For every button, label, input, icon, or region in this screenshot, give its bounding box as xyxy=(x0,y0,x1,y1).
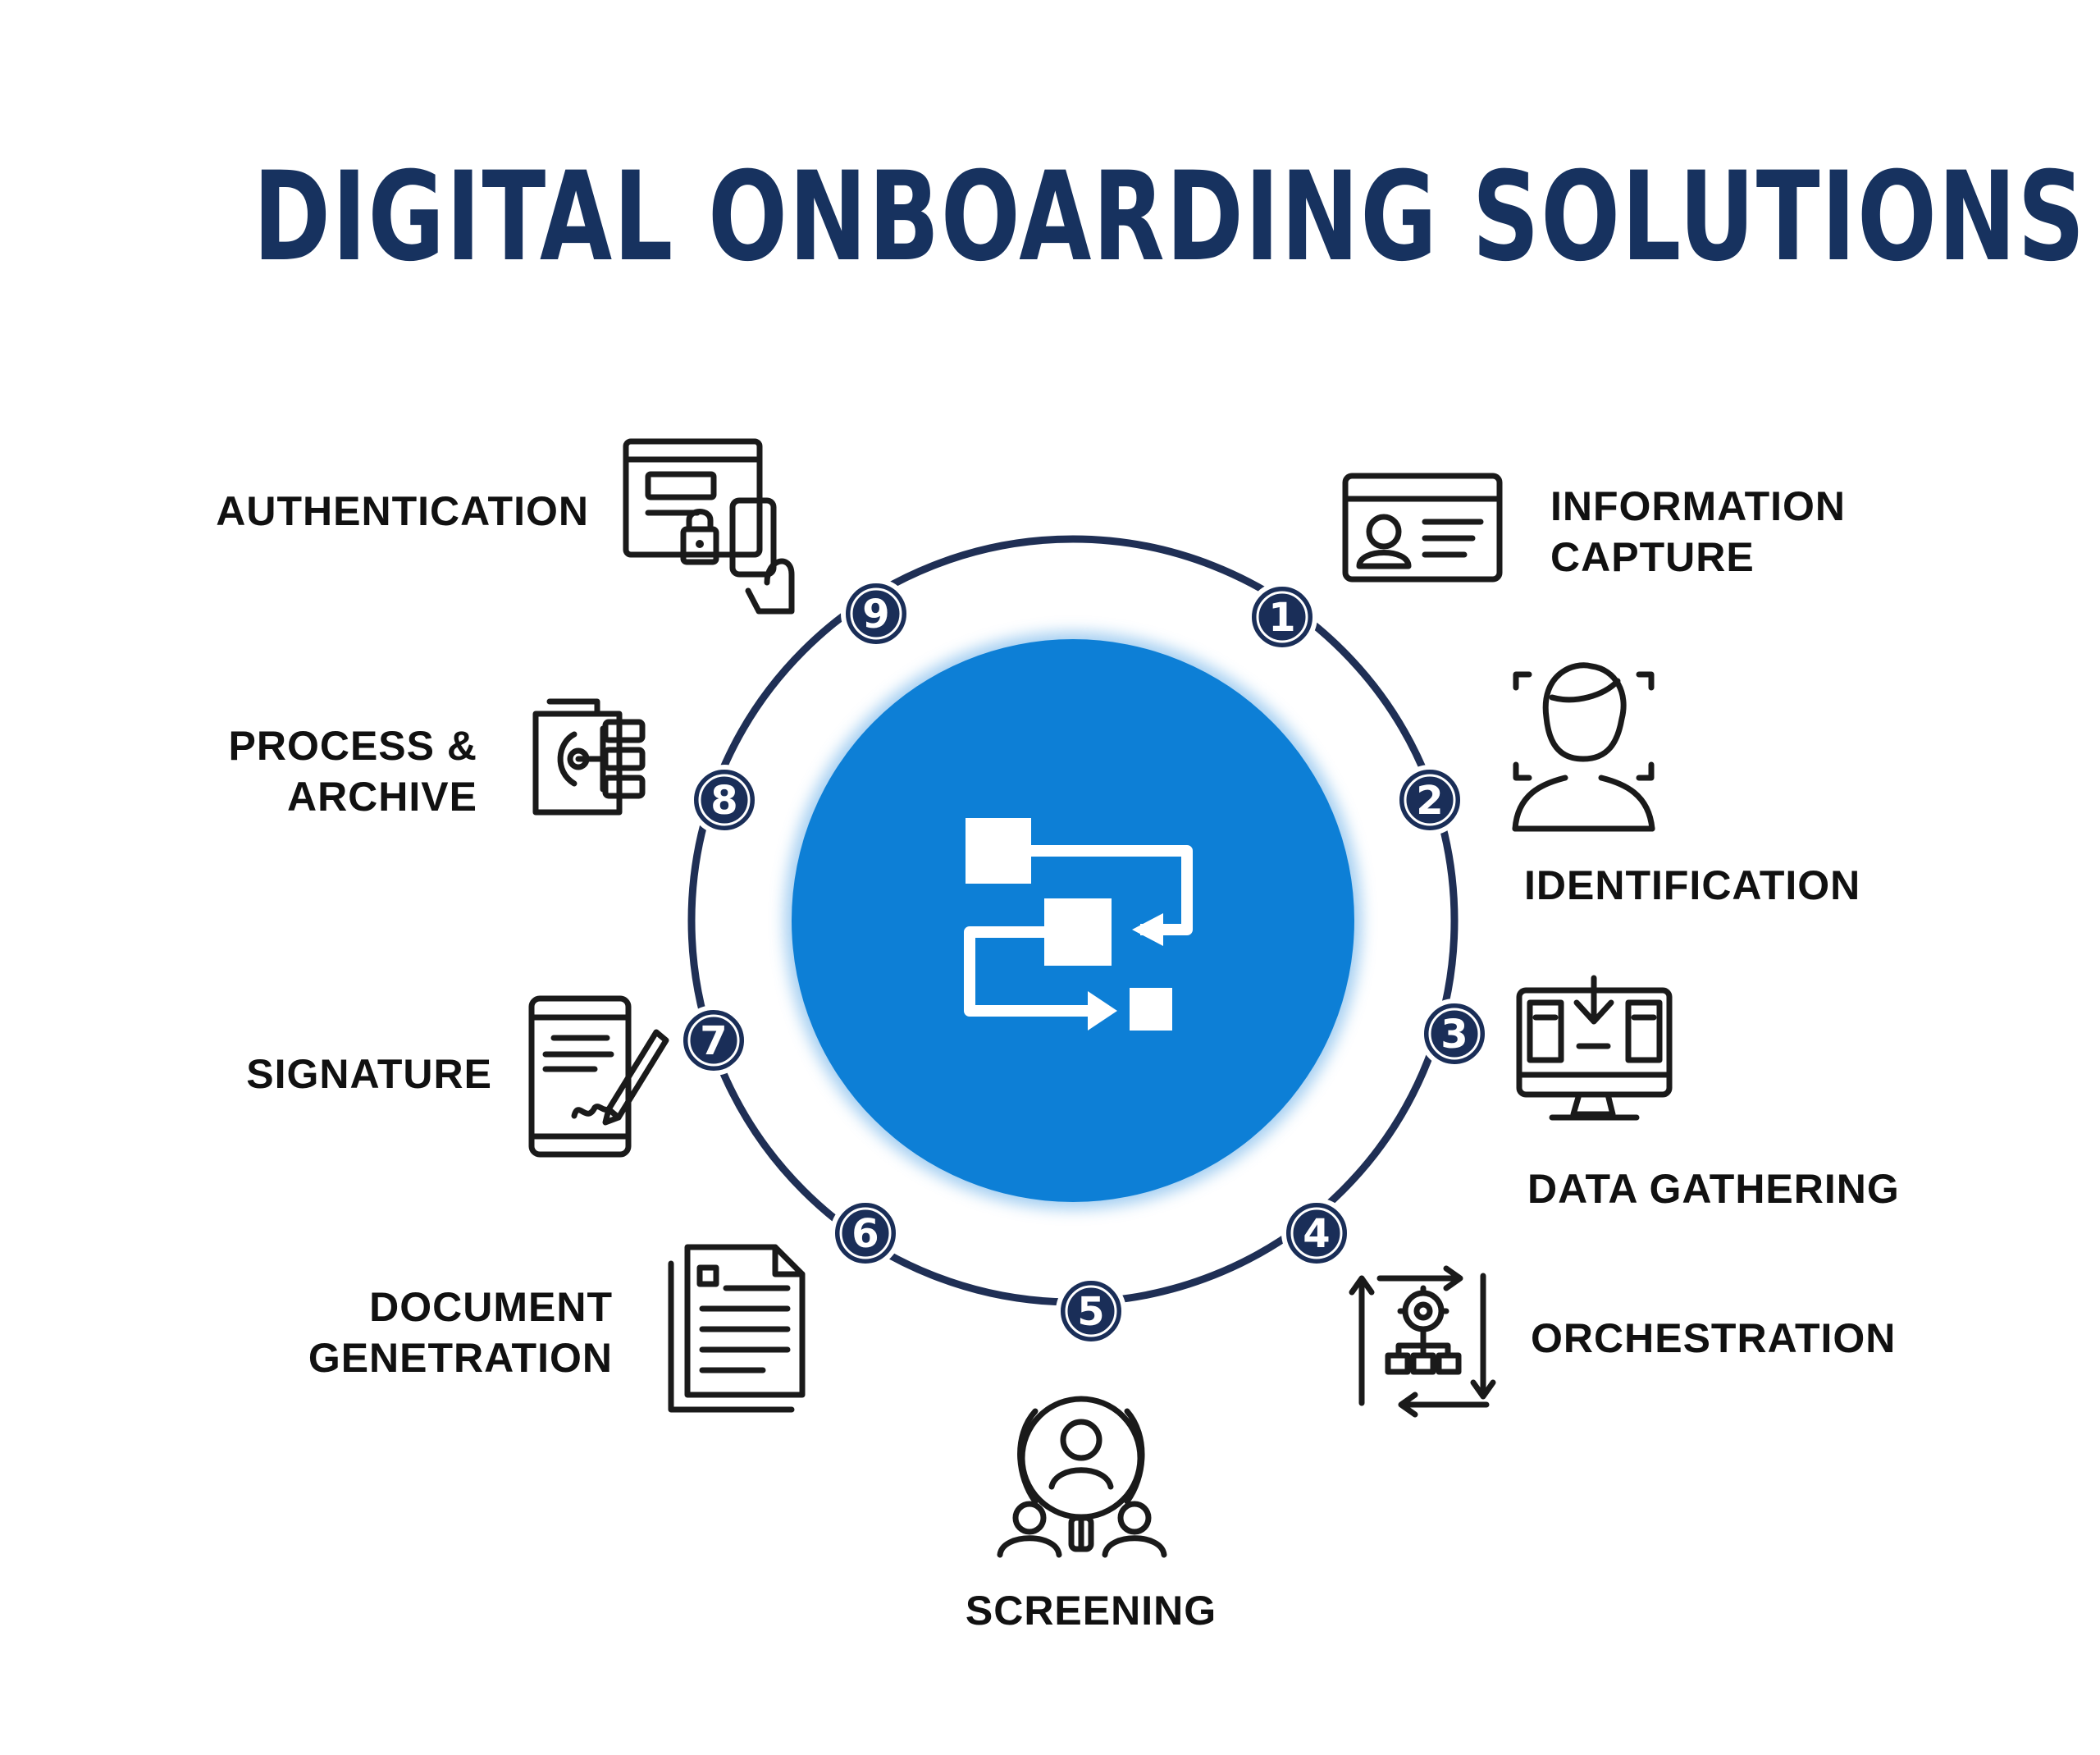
step-number: 3 xyxy=(1440,1012,1468,1058)
workflow-icon xyxy=(964,818,1193,1031)
step-label-1: INFORMATION CAPTURE xyxy=(1550,483,1846,580)
step-badge-1: 1 xyxy=(1247,582,1317,652)
step-label-line: DOCUMENT xyxy=(369,1284,613,1330)
step-badge-circle xyxy=(689,765,760,835)
tablet-signature-icon xyxy=(528,995,669,1158)
step-number: 4 xyxy=(1303,1211,1330,1257)
gear-cycle-icon xyxy=(1349,1265,1496,1418)
step-badge-circle xyxy=(841,578,911,649)
step-label-line: GENETRATION xyxy=(308,1335,613,1381)
step-badge-inner-ring xyxy=(687,1014,740,1067)
step-label-3: DATA GATHERING xyxy=(1527,1166,1900,1212)
step-badge-circle xyxy=(830,1198,901,1268)
step-label-6: DOCUMENT GENETRATION xyxy=(308,1284,613,1381)
step-badge-circle xyxy=(1419,999,1490,1069)
step-label-line: ARCHIVE xyxy=(287,774,477,820)
step-badge-4: 4 xyxy=(1281,1198,1352,1268)
step-badge-circle xyxy=(1395,765,1465,835)
step-badge-inner-ring xyxy=(698,774,751,826)
step-badge-5: 5 xyxy=(1056,1276,1126,1346)
step-badge-2: 2 xyxy=(1395,765,1465,835)
step-badge-9: 9 xyxy=(841,578,911,649)
step-label-line: IDENTIFICATION xyxy=(1524,862,1860,908)
step-number: 5 xyxy=(1077,1289,1104,1335)
document-stack-icon xyxy=(668,1244,806,1413)
step-label-line: DATA GATHERING xyxy=(1527,1166,1900,1212)
step-number: 9 xyxy=(862,592,889,638)
step-badge-inner-ring xyxy=(1290,1207,1343,1259)
step-number: 7 xyxy=(700,1018,727,1064)
step-badge-inner-ring xyxy=(1404,774,1456,826)
step-badge-inner-ring xyxy=(1065,1285,1117,1337)
step-badge-circle xyxy=(1247,582,1317,652)
step-badge-6: 6 xyxy=(830,1198,901,1268)
step-label-2: IDENTIFICATION xyxy=(1524,862,1860,908)
step-label-line: SCREENING xyxy=(966,1588,1217,1634)
step-label-9: AUTHENTICATION xyxy=(216,488,589,534)
step-label-5: SCREENING xyxy=(966,1588,1217,1634)
step-badge-8: 8 xyxy=(689,765,760,835)
step-label-8: PROCESS & ARCHIVE xyxy=(228,723,477,820)
process-archive-icon xyxy=(532,698,646,816)
step-badge-3: 3 xyxy=(1419,999,1490,1069)
id-card-icon xyxy=(1342,473,1503,583)
step-number: 2 xyxy=(1416,778,1443,824)
step-label-line: INFORMATION xyxy=(1550,483,1846,529)
step-label-line: SIGNATURE xyxy=(246,1051,492,1097)
monitor-download-icon xyxy=(1516,975,1673,1121)
step-badge-circle xyxy=(1281,1198,1352,1268)
secure-login-icon xyxy=(623,438,795,615)
step-badge-circle xyxy=(678,1005,749,1076)
step-label-line: ORCHESTRATION xyxy=(1531,1315,1896,1361)
step-label-line: AUTHENTICATION xyxy=(216,488,589,534)
step-badge-inner-ring xyxy=(1256,591,1308,643)
page-title: DIGITAL ONBOARDING SOLUTIONS xyxy=(253,146,2087,289)
step-number: 8 xyxy=(710,778,737,824)
step-badge-circle xyxy=(1056,1276,1126,1346)
step-badge-inner-ring xyxy=(839,1207,892,1259)
step-label-7: SIGNATURE xyxy=(246,1051,492,1097)
step-badge-7: 7 xyxy=(678,1005,749,1076)
step-number: 1 xyxy=(1268,595,1295,641)
step-label-line: CAPTURE xyxy=(1550,534,1755,580)
people-search-icon xyxy=(997,1396,1167,1558)
step-number: 6 xyxy=(851,1211,879,1257)
step-label-4: ORCHESTRATION xyxy=(1531,1315,1896,1361)
step-label-line: PROCESS & xyxy=(228,723,477,769)
face-scan-icon xyxy=(1512,662,1655,832)
step-badge-inner-ring xyxy=(1428,1008,1481,1060)
step-badge-inner-ring xyxy=(850,587,902,640)
